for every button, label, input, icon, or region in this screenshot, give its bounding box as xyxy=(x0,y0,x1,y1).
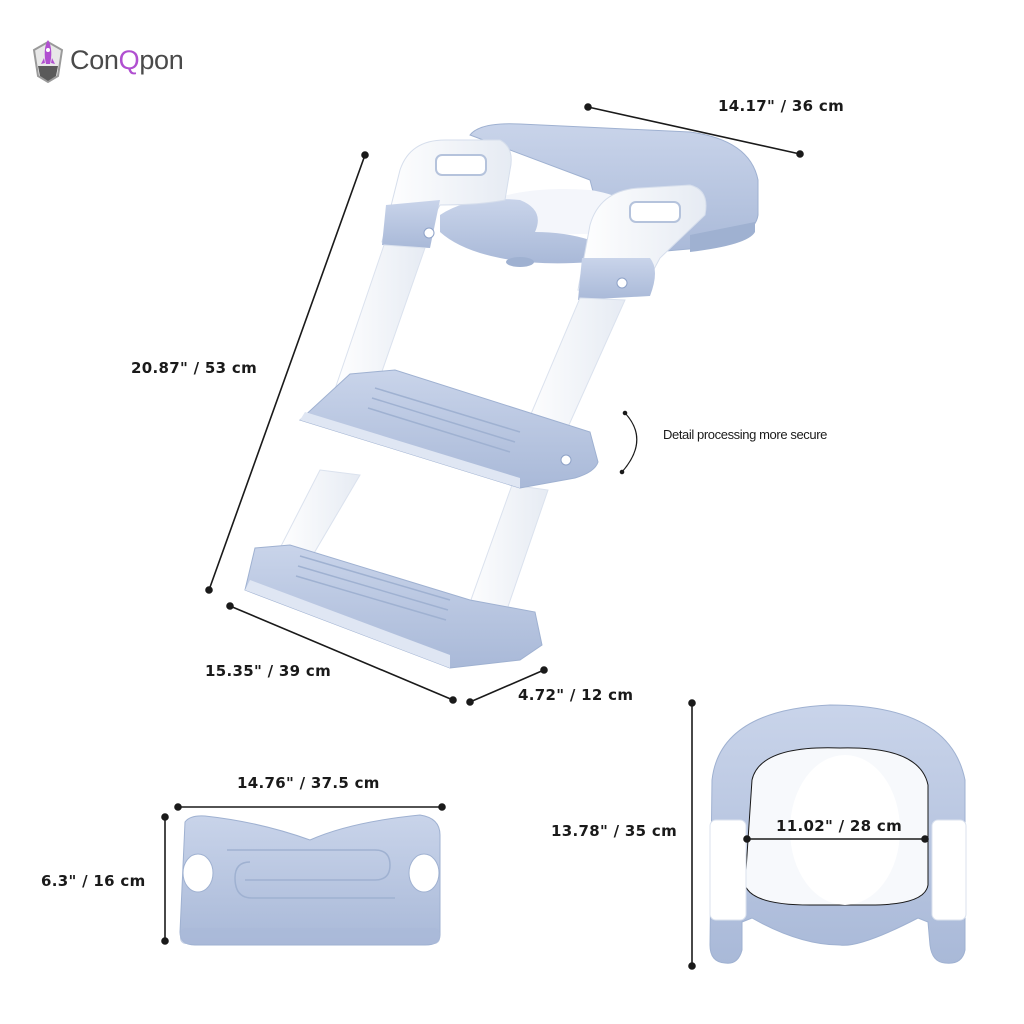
seat-width-label: 14.17" / 36 cm xyxy=(718,97,845,115)
rocket-shield-icon xyxy=(32,40,64,84)
dimension-lines xyxy=(205,103,804,706)
base-length-label: 15.35" / 39 cm xyxy=(205,662,332,680)
detail-note: Detail processing more secure xyxy=(663,427,827,442)
step-width-label: 14.76" / 37.5 cm xyxy=(237,774,380,792)
base-depth-label: 4.72" / 12 cm xyxy=(518,686,634,704)
seat-dimension-lines xyxy=(688,699,929,970)
step-detail-illustration xyxy=(179,814,441,946)
ladder-potty-seat xyxy=(244,123,759,669)
logo-text: ConQpon xyxy=(70,44,184,75)
step-depth-label: 6.3" / 16 cm xyxy=(41,872,146,890)
height-label: 20.87" / 53 cm xyxy=(131,359,258,377)
seat-top-view-illustration xyxy=(709,704,967,964)
brand-logo: ConQpon xyxy=(28,36,184,84)
seat-outer-length-label: 13.78" / 35 cm xyxy=(551,822,678,840)
step-dimension-lines xyxy=(161,803,446,945)
seat-inner-width-label: 11.02" / 28 cm xyxy=(776,817,903,835)
